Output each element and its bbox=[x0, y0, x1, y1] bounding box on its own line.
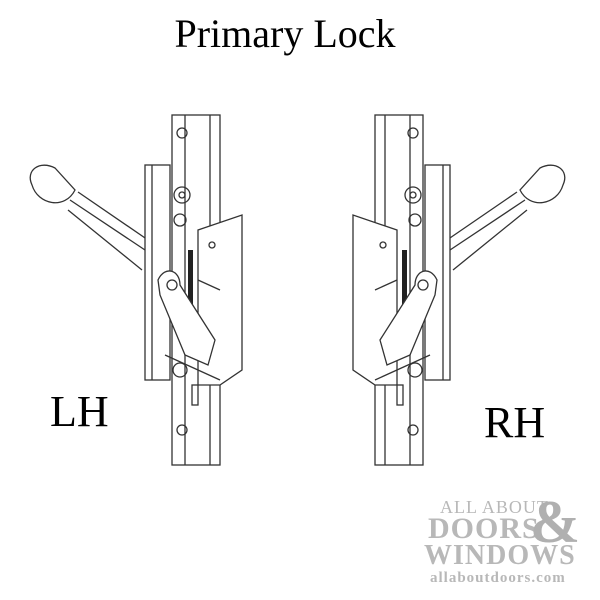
lh-label: LH bbox=[50, 387, 109, 436]
lever-handle-icon bbox=[29, 164, 76, 204]
lh-lock-illustration bbox=[29, 114, 243, 466]
watermark-ampersand: & bbox=[530, 489, 580, 555]
lever-handle-icon bbox=[519, 164, 566, 204]
rh-lock-illustration bbox=[352, 114, 566, 466]
rh-label: RH bbox=[484, 398, 546, 447]
watermark-url: allaboutdoors.com bbox=[430, 570, 566, 586]
watermark-windows: WINDOWS bbox=[424, 540, 576, 571]
page-title: Primary Lock bbox=[174, 11, 396, 56]
watermark-line1: ALL ABOUT bbox=[440, 497, 549, 517]
watermark-doors: DOORS bbox=[428, 512, 540, 545]
